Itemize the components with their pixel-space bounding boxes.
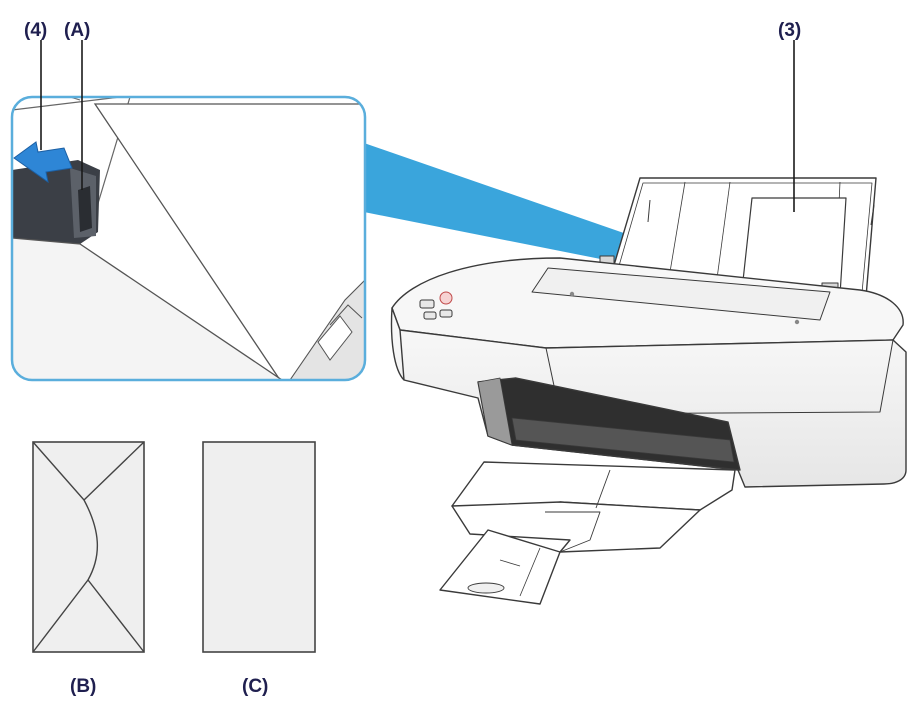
callout-beam <box>364 143 690 276</box>
label-guide-4: (4) <box>24 20 48 41</box>
callout-zoom-view <box>10 95 367 382</box>
envelope-front-illustration <box>202 441 316 653</box>
envelope-back-illustration <box>32 441 145 653</box>
label-envelope-c: (C) <box>242 676 269 697</box>
label-paper-guide-a: (A) <box>64 20 91 41</box>
label-paper-support-3: (3) <box>778 20 802 41</box>
control-panel <box>419 291 453 320</box>
label-envelope-b: (B) <box>70 676 97 697</box>
printer <box>390 177 907 605</box>
paper-output-tray <box>439 461 736 605</box>
slide-arrow <box>13 141 73 184</box>
